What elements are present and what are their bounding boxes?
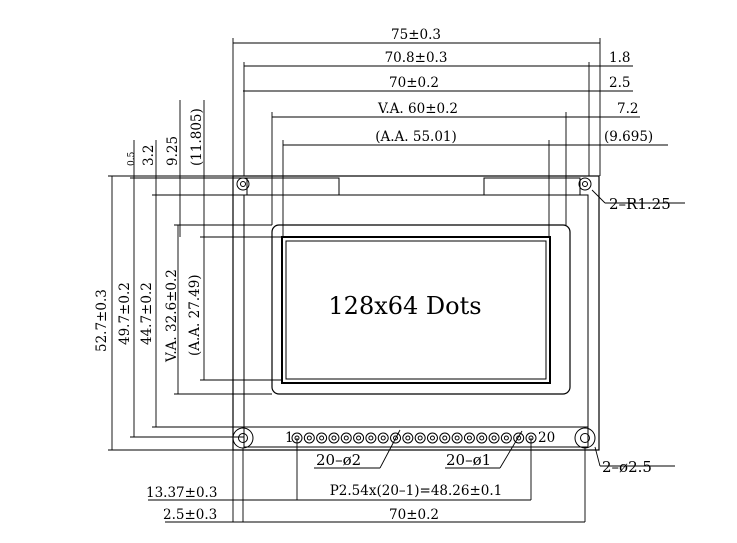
pin-hole-inner-icon (368, 435, 374, 441)
top-dimension-lines (232, 38, 668, 237)
pin-hole-inner-icon (466, 435, 472, 441)
dim-11-805: (11.805) (189, 108, 205, 166)
pin-hole-inner-icon (405, 435, 411, 441)
dim-hole-pitch: 70±0.2 (389, 75, 439, 91)
pin-1-label: 1 (285, 430, 294, 446)
pin-hole-icon (316, 432, 328, 444)
dim-0-5: 0.5 (127, 151, 137, 166)
pin-hole-icon (488, 432, 500, 444)
pin-hole-icon (476, 432, 488, 444)
dim-9-25: 9.25 (165, 136, 181, 166)
pin-hole-icon (513, 432, 525, 444)
dim-3-2: 3.2 (141, 145, 157, 166)
pin-hole-inner-icon (343, 435, 349, 441)
pin-hole-icon (426, 432, 438, 444)
pin-hole-icon (463, 432, 475, 444)
left-dimension-lines (108, 100, 283, 451)
pin-hole-inner-icon (380, 435, 386, 441)
dim-active-area: (A.A. 55.01) (375, 129, 457, 145)
dim-height-total: 52.7±0.3 (94, 289, 110, 352)
dim-height-window: 44.7±0.2 (139, 282, 155, 345)
dim-overall-width: 75±0.3 (391, 27, 441, 43)
dim-7-2: 7.2 (617, 101, 638, 117)
pin-hole-icon (390, 432, 402, 444)
dim-9-695: (9.695) (604, 129, 653, 145)
dim-pin-pitch: P2.54x(20–1)=48.26±0.1 (330, 483, 503, 499)
pin-20-label: 20 (538, 430, 555, 446)
pin-row (291, 432, 537, 444)
corner-radius-icon (236, 177, 592, 191)
dim-pcb-width: 70.8±0.3 (385, 50, 448, 66)
pin-hole-inner-icon (331, 435, 337, 441)
pin-hole-inner-icon (306, 435, 312, 441)
dim-height-pcb: 49.7±0.2 (117, 282, 133, 345)
pin-hole-inner-icon (491, 435, 497, 441)
pin-hole-icon (439, 432, 451, 444)
pin-hole-icon (414, 432, 426, 444)
pin-hole-inner-icon (429, 435, 435, 441)
pin-hole-icon (328, 432, 340, 444)
dim-hole-diameter: 2–ø2.5 (602, 458, 652, 476)
dim-hole-offset: 2.5±0.3 (163, 507, 217, 523)
dim-2-5: 2.5 (609, 75, 630, 91)
pin-hole-inner-icon (417, 435, 423, 441)
pin-hole-inner-icon (356, 435, 362, 441)
pin-hole-inner-icon (479, 435, 485, 441)
pin-hole-inner-icon (503, 435, 509, 441)
dim-view-area: V.A. 60±0.2 (377, 101, 458, 117)
dim-pad-hole: 20–ø2 (316, 451, 361, 469)
dim-pin-hole: 20–ø1 (446, 451, 491, 469)
pin-hole-inner-icon (442, 435, 448, 441)
pin-hole-inner-icon (454, 435, 460, 441)
dim-bottom-width: 70±0.2 (389, 507, 439, 523)
bottom-dimension-lines (148, 189, 685, 523)
dim-pin-offset: 13.37±0.3 (146, 485, 217, 501)
pin-hole-icon (353, 432, 365, 444)
pin-hole-icon (451, 432, 463, 444)
pin-hole-icon (340, 432, 352, 444)
dim-1-8: 1.8 (609, 50, 630, 66)
dim-height-va: V.A. 32.6±0.2 (164, 269, 180, 363)
pin-hole-inner-icon (319, 435, 325, 441)
display-label: 128x64 Dots (328, 292, 481, 320)
pin-hole-icon (500, 432, 512, 444)
dim-corner-radius: 2–R1.25 (609, 195, 671, 213)
pin-hole-icon (365, 432, 377, 444)
pin-hole-icon (303, 432, 315, 444)
pin-hole-inner-icon (393, 435, 399, 441)
board-outline (232, 175, 600, 451)
pin-hole-icon (402, 432, 414, 444)
dim-height-aa: (A.A. 27.49) (187, 274, 203, 356)
pin-hole-icon (377, 432, 389, 444)
